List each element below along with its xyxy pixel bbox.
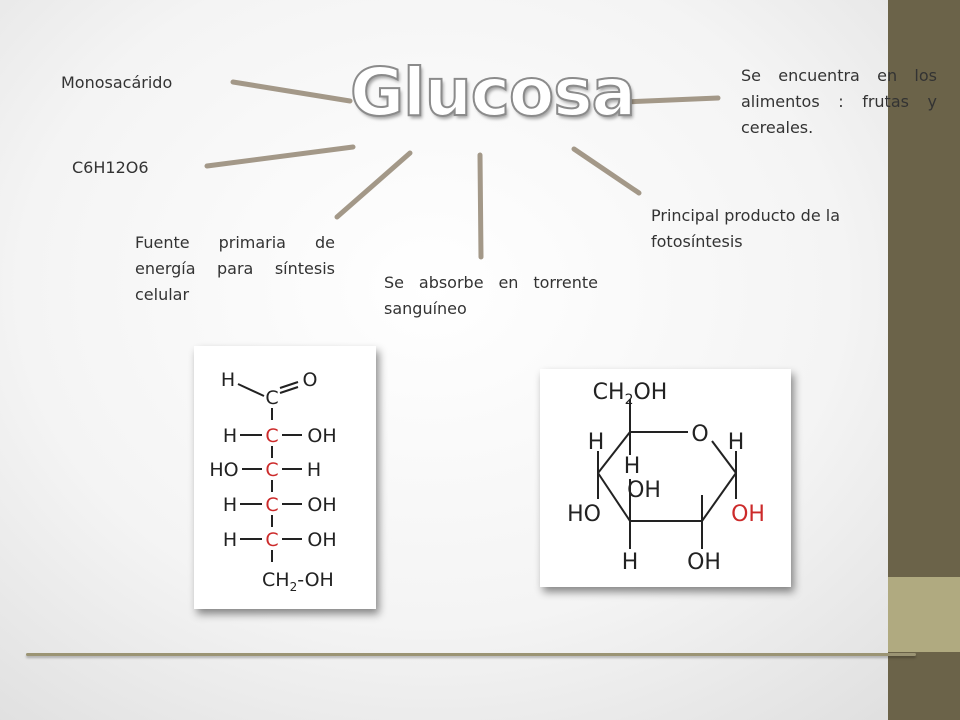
haworth-h-upper-right: H: [728, 430, 745, 455]
footer-divider: [26, 653, 916, 656]
fischer-bottom-group: CH2-OH: [262, 569, 334, 594]
fischer-projection-card: H C O H C OH HO C H H C OH H C OH: [194, 346, 376, 609]
fischer-row3-left: H: [223, 494, 237, 516]
ray-monosaccharide: [230, 79, 353, 104]
haworth-oh-right: OH: [731, 502, 765, 527]
fischer-row2-right: H: [307, 459, 321, 481]
fischer-bottom-oh: -OH: [297, 569, 334, 591]
haworth-top-oh: OH: [633, 380, 667, 405]
label-formula: C6H12O6: [72, 158, 149, 177]
fischer-bottom-subscript: 2: [290, 580, 298, 594]
fischer-aldehyde-c: C: [265, 387, 278, 409]
haworth-h-bottom: H: [622, 550, 639, 575]
haworth-h-inner: H: [624, 454, 641, 479]
label-energy-source: Fuente primaria de energía para síntesis…: [135, 233, 335, 304]
ray-photosynthesis: [571, 146, 642, 196]
connector-rays: [204, 79, 721, 260]
fischer-row1-left: H: [223, 425, 237, 447]
ray-absorbed: [477, 152, 484, 260]
fischer-aldehyde-o: O: [303, 369, 318, 391]
fischer-aldehyde-h: H: [221, 369, 235, 391]
haworth-top-group: CH2OH: [593, 380, 668, 408]
side-accent-block: [888, 577, 960, 652]
haworth-top-ch: CH: [593, 380, 625, 405]
fischer-projection-diagram: H C O H C OH HO C H H C OH H C OH: [209, 369, 336, 594]
ray-formula: [204, 144, 356, 169]
fischer-row1-right: OH: [307, 425, 336, 447]
ray-found-in: [621, 95, 721, 105]
fischer-row4-right: OH: [307, 529, 336, 551]
fischer-row3-right: OH: [307, 494, 336, 516]
slide-title: Glucosa: [349, 54, 637, 131]
haworth-projection-diagram: CH2OH O H H H OH HO OH H OH: [567, 380, 765, 575]
fischer-row1-carbon: C: [265, 425, 278, 447]
fischer-bond: [279, 381, 299, 389]
fischer-row2-left: HO: [209, 459, 238, 481]
haworth-top-subscript: 2: [625, 392, 634, 408]
ray-energy-source: [334, 150, 413, 220]
haworth-ring: [597, 399, 737, 549]
fischer-bond: [279, 386, 299, 394]
haworth-h-upper-left: H: [588, 430, 605, 455]
label-monosaccharide: Monosacárido: [61, 73, 173, 92]
haworth-ho-left: HO: [567, 502, 601, 527]
fischer-row3-carbon: C: [265, 494, 278, 516]
haworth-ring-oxygen: O: [691, 422, 708, 447]
haworth-oh-bottom: OH: [687, 550, 721, 575]
label-found-in: Se encuentra en los alimentos : frutas y…: [741, 66, 937, 137]
haworth-oh-inner: OH: [627, 478, 661, 503]
fischer-row4-left: H: [223, 529, 237, 551]
fischer-bond: [237, 383, 265, 397]
fischer-bottom-ch: CH: [262, 569, 290, 591]
label-photosynthesis: Principal producto de la fotosíntesis: [651, 206, 841, 251]
haworth-projection-card: CH2OH O H H H OH HO OH H OH: [540, 369, 791, 587]
label-absorbed: Se absorbe en torrente sanguíneo: [384, 273, 598, 318]
fischer-row4-carbon: C: [265, 529, 278, 551]
fischer-row2-carbon: C: [265, 459, 278, 481]
